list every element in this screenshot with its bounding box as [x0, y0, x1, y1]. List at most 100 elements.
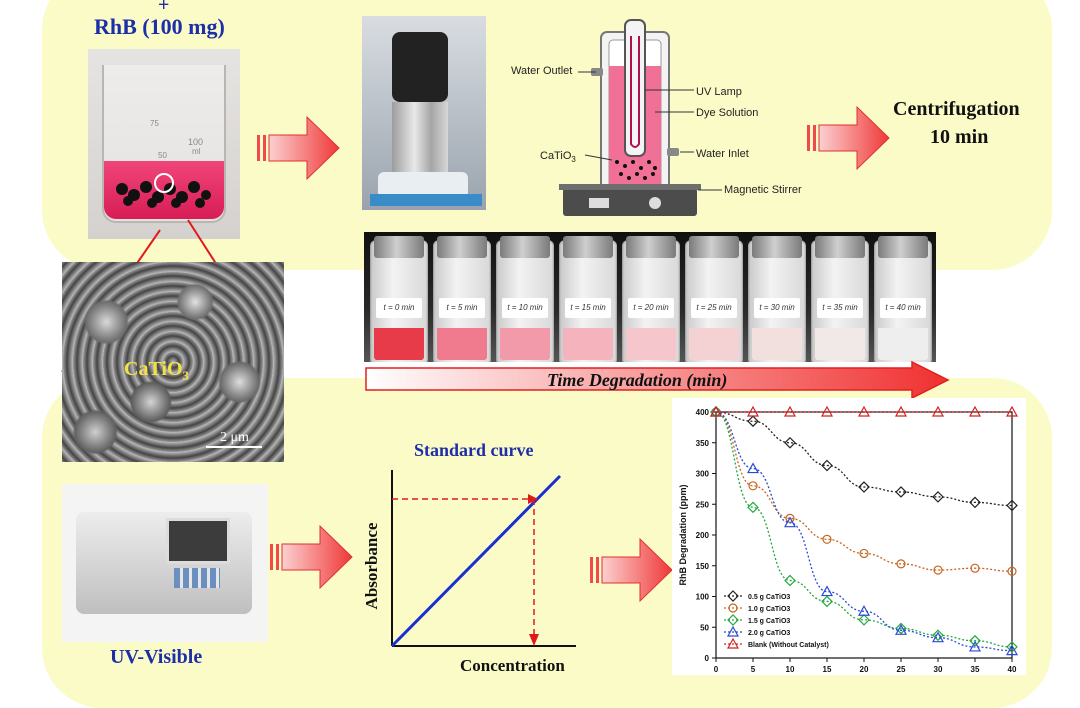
standard-curve-title: Standard curve [414, 440, 534, 460]
x-tick-label: 25 [897, 665, 906, 674]
standard-curve-ylabel: Absorbance [362, 522, 381, 610]
vial-label: t = 25 min [691, 298, 737, 318]
data-point [894, 624, 908, 635]
legend-label: 1.5 g CaTiO3 [748, 618, 790, 625]
vial-label: t = 20 min [628, 298, 674, 318]
vial: t = 35 min [811, 236, 869, 362]
data-point [895, 622, 907, 635]
vial-solution [437, 328, 487, 360]
data-point [821, 595, 833, 608]
y-tick-label: 300 [696, 470, 710, 479]
data-point [969, 496, 981, 509]
uv-visible-label: UV-Visible [110, 646, 203, 668]
series-line [715, 411, 1013, 652]
data-point [1006, 499, 1018, 512]
uv-lamp-label: UV Lamp [696, 86, 742, 98]
centrifugation-time: 10 min [930, 126, 989, 148]
x-tick-label: 35 [971, 665, 980, 674]
legend-marker [727, 614, 739, 626]
arrow-2 [807, 105, 890, 171]
vial: t = 10 min [496, 236, 554, 362]
sem-material-subscript: 3 [182, 368, 190, 383]
x-tick-label: 30 [934, 665, 943, 674]
y-tick-label: 350 [696, 439, 710, 448]
y-tick-label: 150 [696, 562, 710, 571]
y-tick-label: 200 [696, 531, 710, 540]
legend-label: 1.0 g CaTiO3 [748, 606, 790, 613]
vial: t = 5 min [433, 236, 491, 362]
vial-cap [752, 236, 802, 258]
data-point [858, 614, 870, 626]
series-line [715, 411, 1013, 572]
vial-solution [878, 328, 928, 360]
vial: t = 20 min [622, 236, 680, 362]
water-inlet-label: Water Inlet [696, 148, 749, 160]
catio3-subscript: 3 [571, 155, 576, 165]
vial-cap [878, 236, 928, 258]
dye-solution-label: Dye Solution [696, 107, 759, 119]
water-outlet-label: Water Outlet [511, 65, 573, 77]
arrow-3 [270, 524, 353, 590]
sem-material-label: CaTiO3 [124, 358, 189, 384]
vial-cap [437, 236, 487, 258]
y-tick-label: 50 [700, 623, 709, 632]
beaker-photo: 75 100 ml 50 [88, 49, 240, 239]
data-point [969, 634, 981, 647]
data-point [746, 405, 760, 417]
sem-scale-bar [206, 446, 262, 448]
data-point [895, 486, 907, 498]
reactor-leader-lines [578, 71, 722, 191]
x-tick-label: 15 [823, 665, 832, 674]
vial-cap [689, 236, 739, 258]
data-point [932, 491, 944, 503]
vial-label: t = 0 min [376, 298, 422, 318]
data-point [820, 585, 834, 597]
time-arrow [365, 360, 950, 400]
data-point [932, 629, 944, 642]
vial-solution [752, 328, 802, 360]
rhb-label: RhB (100 mg) [94, 14, 225, 39]
x-tick-label: 0 [714, 665, 719, 674]
legend-marker [726, 625, 740, 637]
vial-label: t = 35 min [817, 298, 863, 318]
vial-label: t = 30 min [754, 298, 800, 318]
data-point [1007, 566, 1017, 576]
beaker-scale-100: 100 [188, 137, 204, 147]
data-point [820, 405, 834, 417]
legend-marker [728, 603, 738, 613]
uv-vis-photo [62, 484, 268, 642]
data-point [710, 406, 722, 418]
centrifugation-text: Centrifugation [893, 98, 1020, 120]
data-point [746, 462, 760, 474]
data-point [968, 640, 982, 652]
arrow-4 [590, 537, 673, 603]
reactor-photo [362, 16, 486, 210]
time-arrow-label: Time Degradation (min) [547, 370, 728, 390]
sem-image: CaTiO3 2 μm [62, 262, 284, 462]
vial-cap [626, 236, 676, 258]
vial-cap [500, 236, 550, 258]
vial-solution [374, 328, 424, 360]
x-tick-label: 10 [786, 665, 795, 674]
vial-solution [626, 328, 676, 360]
arrow-1 [257, 115, 340, 181]
legend-label: 2.0 g CaTiO3 [748, 630, 790, 637]
data-point [933, 565, 943, 575]
sem-scale-label: 2 μm [220, 430, 249, 445]
vial-solution [815, 328, 865, 360]
beaker-scale-75: 75 [150, 119, 159, 128]
x-tick-label: 40 [1008, 665, 1017, 674]
data-point [747, 501, 759, 514]
data-point [931, 631, 945, 643]
data-point [784, 436, 796, 449]
beaker-scale-ml: ml [192, 147, 201, 156]
data-point [822, 534, 832, 544]
data-point [1005, 405, 1019, 417]
vial: t = 40 min [874, 236, 932, 362]
series-line [715, 411, 1013, 648]
vial-label: t = 15 min [565, 298, 611, 318]
data-point [783, 516, 797, 528]
data-point [857, 605, 871, 616]
